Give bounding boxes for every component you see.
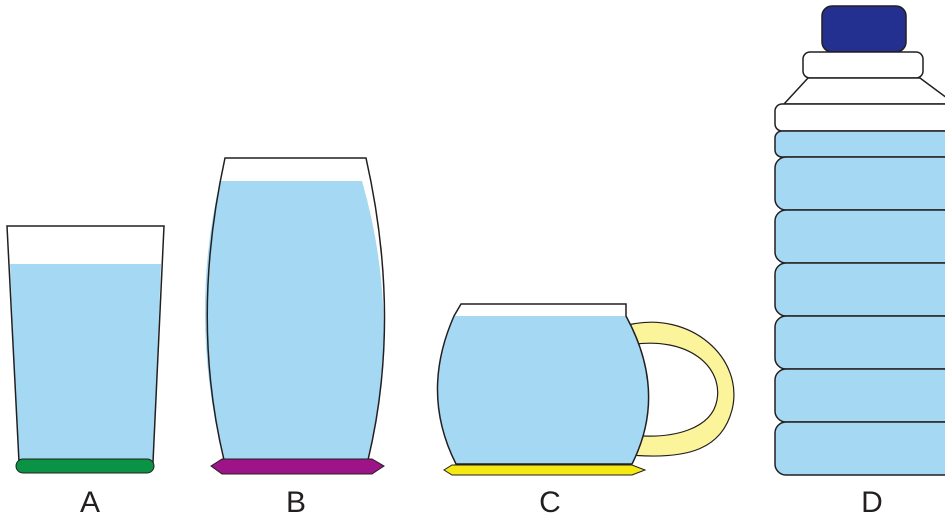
container-d-water-band-6 — [774, 368, 945, 423]
container-d: D — [774, 5, 945, 519]
container-c-base — [443, 464, 647, 476]
container-a-base — [15, 458, 155, 474]
container-a-label: A — [80, 486, 100, 519]
container-b-label: B — [286, 486, 306, 519]
container-d-shoulder — [782, 77, 945, 105]
container-c: C — [436, 303, 735, 519]
container-b-water — [204, 181, 384, 460]
container-a-water — [10, 264, 161, 462]
container-d-neck-ring — [802, 51, 924, 79]
container-a: A — [6, 225, 165, 519]
container-d-water-band-2 — [774, 156, 945, 211]
container-d-water-band-1 — [774, 130, 945, 158]
container-b: B — [204, 157, 386, 519]
container-b-base — [210, 458, 385, 475]
container-c-water — [437, 316, 649, 464]
container-d-cap — [821, 5, 907, 53]
container-c-label: C — [539, 486, 561, 519]
container-d-water-band-4 — [774, 262, 945, 317]
container-d-collar — [774, 103, 945, 132]
container-d-label: D — [861, 486, 883, 519]
container-c-outline — [436, 303, 650, 465]
container-d-water-band-5 — [774, 315, 945, 370]
container-d-water-band-3 — [774, 209, 945, 264]
container-d-water-band-7 — [774, 421, 945, 476]
